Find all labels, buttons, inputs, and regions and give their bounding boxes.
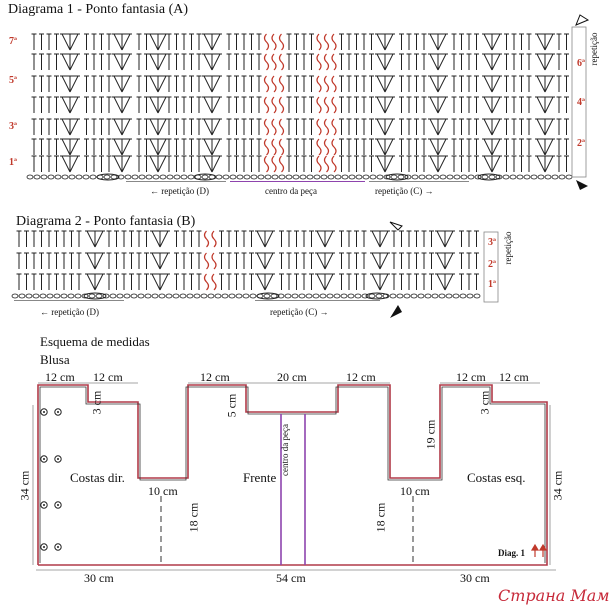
diagram1-rep-c-text: repetição (C)	[375, 186, 423, 196]
diagram1-row-4: 4ª	[577, 97, 585, 108]
diagram2-title: Diagrama 2 - Ponto fantasia (B)	[16, 214, 196, 229]
measure-54cm: 54 cm	[276, 571, 306, 585]
buttons	[40, 408, 62, 551]
button-icon	[54, 543, 62, 551]
button-icon	[40, 501, 48, 509]
diagram1-title: Diagrama 1 - Ponto fantasia (A)	[8, 2, 188, 17]
arrow-icon	[575, 14, 590, 26]
measure-12cm-d: 12 cm	[346, 370, 376, 384]
measure-3cm-b: 3 cm	[477, 390, 492, 415]
button-icon	[40, 408, 48, 416]
measure-30cm-b: 30 cm	[460, 571, 490, 585]
diagram2-rep-c: repetição (C) →	[270, 307, 329, 317]
label-costas-dir: Costas dir.	[70, 470, 125, 485]
measure-30cm-a: 30 cm	[84, 571, 114, 585]
diagram2-rep-d-text: repetição (D)	[51, 307, 99, 317]
button-icon	[54, 501, 62, 509]
schema-subtitle: Blusa	[40, 352, 70, 367]
measure-12cm-c: 12 cm	[200, 370, 230, 384]
diagram1-row-1: 1ª	[9, 157, 17, 168]
button-icon	[54, 455, 62, 463]
measure-12cm-f: 12 cm	[499, 370, 529, 384]
arrow-icon	[389, 221, 403, 231]
measure-3cm-a: 3 cm	[89, 390, 104, 415]
diagram1-rep-c: repetição (C) →	[375, 186, 434, 196]
diagram1-centro: centro da peça	[265, 186, 317, 196]
button-icon	[40, 543, 48, 551]
diagram1-row-6: 6ª	[577, 58, 585, 69]
diagram2-row-3: 3ª	[488, 237, 496, 248]
button-icon	[40, 455, 48, 463]
diagram1-stitch-chart	[26, 14, 590, 190]
measure-34cm-right: 34 cm	[550, 470, 565, 501]
arrow-icon	[576, 180, 588, 190]
measure-20cm: 20 cm	[277, 370, 307, 384]
measure-34cm-left: 34 cm	[17, 470, 32, 501]
label-frente: Frente	[243, 470, 277, 485]
garment-outline	[37, 384, 548, 566]
diagram2-stitch-chart	[11, 221, 499, 318]
diagram2-rep-d: ← repetição (D)	[40, 307, 99, 317]
label-centro-da-peca: centro da peça	[280, 424, 290, 476]
label-costas-esq: Costas esq.	[467, 470, 526, 485]
diagram2-row-2: 2ª	[488, 259, 496, 270]
measure-10cm-a: 10 cm	[148, 484, 178, 498]
measure-12cm-e: 12 cm	[456, 370, 486, 384]
diagram1-row-2: 2ª	[577, 138, 585, 149]
measure-10cm-b: 10 cm	[400, 484, 430, 498]
schema-title: Esquema de medidas	[40, 334, 150, 349]
diagram1-row-5: 5ª	[9, 75, 17, 86]
diagram1-row-7: 7ª	[9, 36, 17, 47]
label-diag-1: Diag. 1	[498, 548, 525, 558]
button-icon	[54, 408, 62, 416]
watermark-logo: Страна Мам	[498, 586, 610, 605]
measure-19cm: 19 cm	[423, 419, 438, 450]
diagram2-row-1: 1ª	[488, 279, 496, 290]
measure-18cm-b: 18 cm	[373, 502, 388, 533]
chart2-symbols	[11, 230, 481, 300]
diagram2-rep-c-text: repetição (C)	[270, 307, 318, 317]
diagram1-rep-d: ← repetição (D)	[150, 186, 209, 196]
chart1-symbols	[26, 33, 573, 181]
diagram1-rep-d-text: repetição (D)	[161, 186, 209, 196]
arrow-icon	[390, 305, 402, 318]
measure-12cm-b: 12 cm	[93, 370, 123, 384]
measure-5cm: 5 cm	[224, 393, 239, 418]
diag-arrows-icon	[530, 543, 548, 557]
measure-12cm-a: 12 cm	[45, 370, 75, 384]
diagram1-row-3: 3ª	[9, 121, 17, 132]
measure-18cm-a: 18 cm	[186, 502, 201, 533]
